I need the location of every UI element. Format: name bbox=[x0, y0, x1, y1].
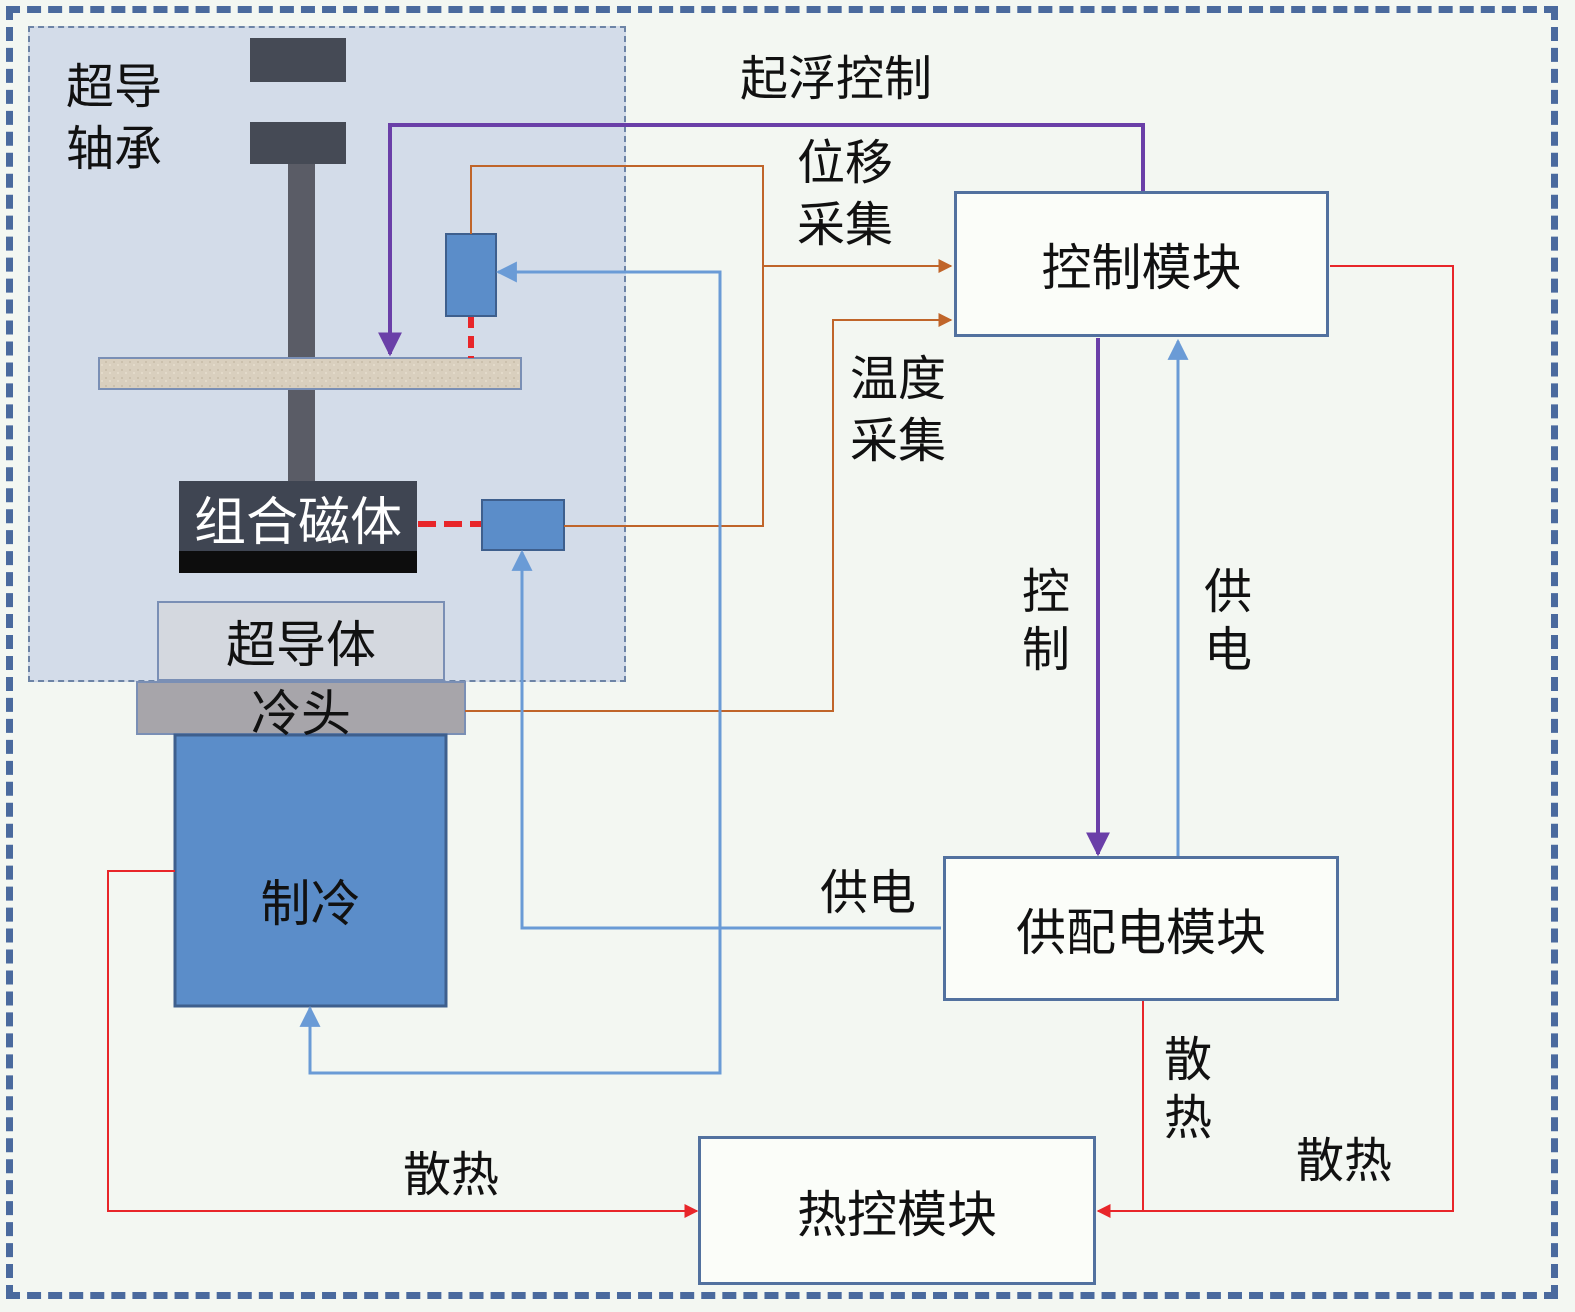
supply-horizontal-label: 供电 bbox=[820, 865, 917, 921]
outer-dashed-border bbox=[6, 6, 1558, 1299]
bearing-label: 超导轴承 bbox=[66, 59, 163, 178]
refrigeration-heat-label: 散热 bbox=[403, 1147, 500, 1203]
displacement-sensor bbox=[445, 233, 497, 317]
power-loop-line bbox=[299, 261, 722, 1075]
levitation-control-line bbox=[378, 123, 1145, 357]
power-module-label: 供配电模块 bbox=[1016, 903, 1266, 962]
control-label: 控制 bbox=[1021, 564, 1070, 678]
temperature-sensor-line bbox=[564, 266, 764, 527]
displacement-acquisition-line bbox=[470, 165, 953, 273]
power-distribution-module: 供配电模块 bbox=[943, 856, 1339, 1001]
cold-head-label: 冷头 bbox=[251, 685, 351, 743]
control-module: 控制模块 bbox=[954, 191, 1329, 337]
power-heat-label: 散热 bbox=[1163, 1032, 1212, 1146]
rotor-disc bbox=[98, 357, 522, 390]
temperature-sensor bbox=[481, 499, 565, 551]
power-heat-line bbox=[1096, 1001, 1144, 1218]
temperature-acquisition-label: 温度采集 bbox=[850, 351, 947, 470]
supply-vertical-label: 供电 bbox=[1203, 564, 1252, 678]
rotor-shaft bbox=[288, 164, 315, 484]
temperature-acquisition-line bbox=[465, 313, 953, 712]
control-heat-line bbox=[1143, 265, 1454, 1212]
superconductor-label: 超导体 bbox=[226, 616, 376, 674]
power-supply-line bbox=[511, 549, 941, 930]
control-heat-label: 散热 bbox=[1296, 1133, 1393, 1189]
levitation-control-label: 起浮控制 bbox=[740, 51, 933, 107]
refrigeration-label: 制冷 bbox=[260, 875, 361, 933]
stator-block-lower bbox=[250, 122, 346, 164]
thermal-control-module: 热控模块 bbox=[698, 1136, 1096, 1285]
thermal-module-label: 热控模块 bbox=[797, 1185, 997, 1244]
composite-magnet-label: 组合磁体 bbox=[193, 492, 402, 553]
stator-block-top bbox=[250, 38, 346, 82]
displacement-acquisition-label: 位移采集 bbox=[797, 135, 894, 254]
refrigeration-heat-line bbox=[107, 870, 699, 1218]
control-module-label: 控制模块 bbox=[1041, 239, 1242, 297]
